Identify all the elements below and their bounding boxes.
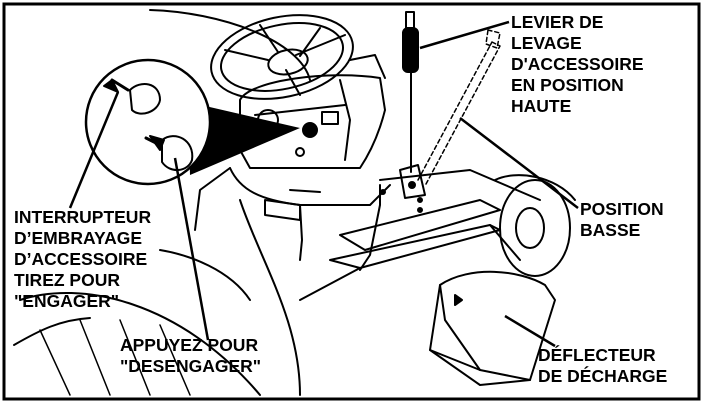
leader-lines xyxy=(68,20,579,348)
label-line: TIREZ POUR xyxy=(14,270,120,290)
front-tire xyxy=(499,179,571,277)
leader-press-disengage xyxy=(173,157,210,341)
dashboard xyxy=(239,74,386,169)
label-line: INTERRUPTEUR xyxy=(14,207,152,227)
label-line: POSITION xyxy=(580,199,664,219)
leader-pto-switch xyxy=(68,91,120,209)
leader-deflector xyxy=(504,314,556,348)
leader-lift-lever xyxy=(419,20,510,50)
pto-switch-label: INTERRUPTEUR D’EMBRAYAGE D’ACCESSOIRE TI… xyxy=(14,207,151,312)
lift-lever-low-dashed xyxy=(417,29,501,185)
label-line: "ENGAGER" xyxy=(14,291,120,311)
label-line: LEVAGE xyxy=(511,33,582,53)
steering-wheel xyxy=(210,14,354,100)
label-line: DÉFLECTEUR xyxy=(538,345,656,365)
label-line: D’EMBRAYAGE xyxy=(14,228,143,248)
label-line: EN POSITION xyxy=(511,75,624,95)
lift-lever-grip xyxy=(402,27,419,73)
label-line: DE DÉCHARGE xyxy=(538,366,668,386)
leader-low-position xyxy=(459,117,579,209)
callout-cone xyxy=(188,102,300,175)
press-disengage-label: APPUYEZ POUR "DESENGAGER" xyxy=(120,335,261,377)
label-line: D'ACCESSOIRE xyxy=(511,54,644,74)
discharge-deflector-label: DÉFLECTEUR DE DÉCHARGE xyxy=(538,345,667,387)
low-position-label: POSITION BASSE xyxy=(580,199,664,241)
label-line: D’ACCESSOIRE xyxy=(14,249,148,269)
rear-tire xyxy=(149,9,311,396)
label-line: BASSE xyxy=(580,220,641,240)
pto-knob xyxy=(302,122,318,138)
label-line: LEVIER DE xyxy=(511,12,604,32)
label-line: "DESENGAGER" xyxy=(120,356,262,376)
label-line: HAUTE xyxy=(511,96,572,116)
label-line: APPUYEZ POUR xyxy=(120,335,259,355)
footrest xyxy=(339,199,501,251)
lift-lever-label: LEVIER DE LEVAGE D'ACCESSOIRE EN POSITIO… xyxy=(511,12,644,117)
tractor-illustration xyxy=(13,9,576,396)
